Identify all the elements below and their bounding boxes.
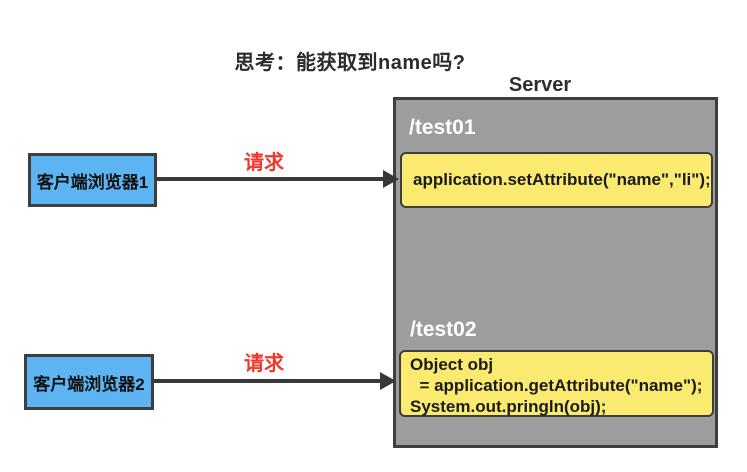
request-label-1: 请求: [244, 152, 284, 174]
code-box-test02: Object obj = application.getAttribute("n…: [399, 350, 714, 417]
endpoint-path-test02: /test02: [410, 318, 477, 341]
server-box: /test01 application.setAttribute("name",…: [393, 97, 718, 448]
request-arrow-1-head: [383, 170, 399, 188]
request-arrow-2-line: [154, 379, 384, 383]
request-arrow-1-line: [157, 177, 387, 181]
request-arrow-2-head: [380, 372, 396, 390]
code-line: System.out.pringln(obj);: [410, 397, 607, 416]
diagram-title: 思考：能获取到name吗?: [234, 52, 466, 74]
request-label-2: 请求: [244, 353, 284, 375]
client-browser-2: 客户端浏览器2: [24, 354, 154, 410]
client-browser-1-label: 客户端浏览器1: [36, 172, 149, 192]
code-line: = application.getAttribute("name");: [410, 376, 703, 395]
endpoint-path-test01: /test01: [409, 116, 476, 139]
code-line: application.setAttribute("name","li");: [413, 170, 711, 189]
code-box-test01: application.setAttribute("name","li");: [400, 152, 713, 208]
client-browser-2-label: 客户端浏览器2: [33, 374, 145, 394]
code-line: Object obj: [410, 355, 494, 374]
client-browser-1: 客户端浏览器1: [28, 153, 157, 207]
server-label: Server: [508, 74, 572, 96]
